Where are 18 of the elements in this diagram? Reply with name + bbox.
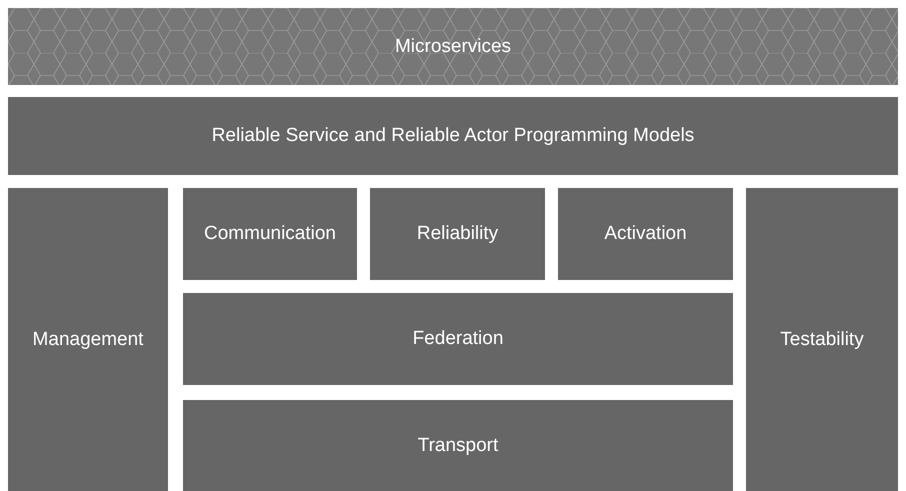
layer-block xyxy=(183,188,357,280)
layer-block xyxy=(183,293,733,385)
layer-block xyxy=(370,188,545,280)
layer-block xyxy=(8,97,898,175)
layer-label: Testability xyxy=(779,328,865,350)
layer-label: Reliability xyxy=(416,223,500,245)
layer-block xyxy=(8,8,898,85)
layer-label: Activation xyxy=(603,223,688,245)
layer-label: Reliable Service and Reliable Actor Programming Models xyxy=(210,125,696,147)
layer-label: Federation xyxy=(412,328,504,350)
layer-label: Management xyxy=(32,328,144,350)
layer-block xyxy=(183,400,733,491)
layer-block xyxy=(746,188,898,491)
layer-label: Communication xyxy=(203,223,337,245)
layer-block xyxy=(8,188,168,491)
layer-block xyxy=(558,188,733,280)
layer-label: Transport xyxy=(416,434,500,456)
layer-label: Microservices xyxy=(394,36,512,58)
